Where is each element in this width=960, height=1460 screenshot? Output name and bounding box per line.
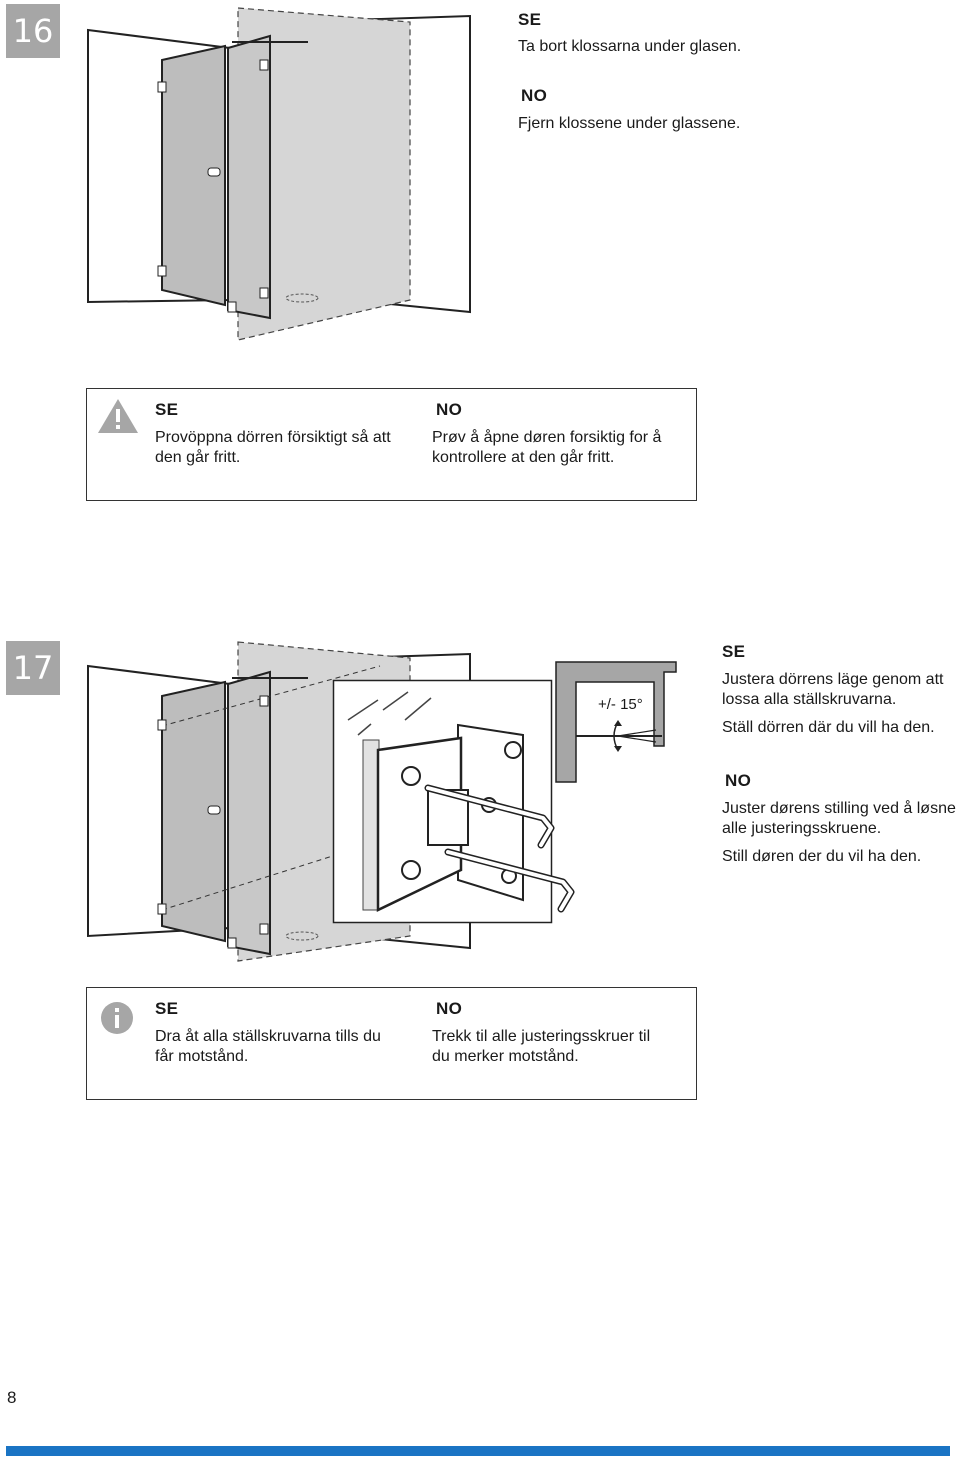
info-se-label: SE (155, 999, 179, 1018)
step-16-se-text: Ta bort klossarna under glasen. (518, 38, 742, 55)
warning-no-line2: kontrollere at den går fritt. (432, 449, 615, 466)
step-16-illustration (87, 7, 471, 341)
info-icon (101, 1002, 133, 1034)
info-se-line1: Dra åt alla ställskruvarna tills du (155, 1028, 381, 1045)
info-box (86, 987, 697, 1100)
step-16-no-text: Fjern klossene under glassene. (518, 115, 741, 132)
step-17-se-line3: Ställ dörren där du vill ha den. (722, 719, 935, 736)
warning-se-line1: Provöppna dörren försiktigt så att (155, 429, 391, 446)
step-17-se-line1: Justera dörrens läge genom att (722, 671, 944, 688)
angle-detail-diagram (555, 661, 677, 783)
page-number: 8 (7, 1388, 17, 1407)
angle-label: +/- 15° (598, 696, 643, 713)
step-17-se-line2: lossa alla ställskruvarna. (722, 691, 897, 708)
step-17-no-line3: Still døren der du vil ha den. (722, 848, 922, 865)
warning-triangle-icon (98, 399, 138, 433)
warning-se-line2: den går fritt. (155, 449, 241, 466)
warning-se-label: SE (155, 400, 179, 419)
info-se-line2: får motstånd. (155, 1048, 249, 1065)
step-16-se-label: SE (518, 10, 542, 29)
info-no-line1: Trekk til alle justeringsskruer til (432, 1028, 651, 1045)
step-17-badge: 17 (6, 641, 60, 695)
warning-no-label: NO (436, 400, 463, 419)
info-no-line2: du merker motstånd. (432, 1048, 579, 1065)
step-16-badge: 16 (6, 4, 60, 58)
step-17-no-label: NO (725, 771, 752, 790)
warning-no-line1: Prøv å åpne døren forsiktig for å (432, 429, 662, 446)
step-17-no-line1: Juster dørens stilling ved å løsne (722, 800, 956, 817)
footer-accent-bar (6, 1446, 950, 1456)
step-17-se-label: SE (722, 642, 746, 661)
step-17-no-line2: alle justeringsskruene. (722, 820, 882, 837)
hinge-detail-inset (332, 679, 575, 924)
info-no-label: NO (436, 999, 463, 1018)
step-16-no-label: NO (521, 86, 548, 105)
warning-box (86, 388, 697, 501)
